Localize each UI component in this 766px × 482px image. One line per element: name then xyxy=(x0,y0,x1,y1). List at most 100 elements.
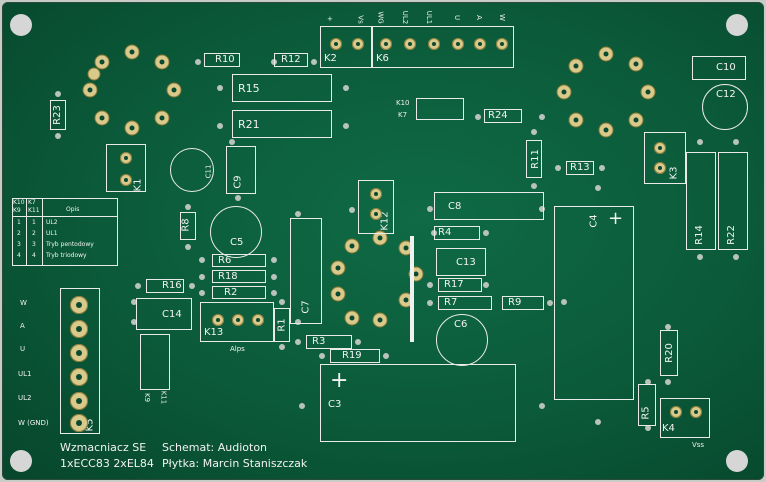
resistor-label: R20 xyxy=(663,343,675,363)
resistor-r22 xyxy=(718,152,748,250)
resistor-label: R22 xyxy=(725,225,737,245)
capacitor-label: C11 xyxy=(204,164,213,179)
board-subtitle: 1xECC83 2xEL84 xyxy=(60,457,154,470)
capacitor-c12 xyxy=(702,84,748,130)
resistor-label: R16 xyxy=(162,280,182,291)
top-label: WG xyxy=(376,11,385,24)
top-label: A xyxy=(474,15,483,20)
table-cell: 4 xyxy=(32,252,36,259)
resistor-label: R5 xyxy=(640,406,652,420)
resistor-r8 xyxy=(180,212,196,240)
alps-label: Alps xyxy=(230,345,245,353)
capacitor-c7 xyxy=(290,218,322,324)
resistor-r10 xyxy=(204,53,240,67)
top-label: + xyxy=(327,15,333,23)
pad xyxy=(496,38,508,50)
capacitor-c13 xyxy=(436,248,486,276)
resistor-r9 xyxy=(502,296,544,310)
resistor-r21 xyxy=(232,110,332,138)
table-header: K9 xyxy=(13,207,21,214)
resistor-label: R11 xyxy=(529,149,541,169)
capacitor-c9 xyxy=(226,146,256,194)
table-divider xyxy=(42,198,43,266)
resistor-label: R6 xyxy=(218,255,232,266)
table-header: K11 xyxy=(28,207,40,214)
connector-k2 xyxy=(320,26,372,68)
connector-k6 xyxy=(372,26,514,68)
resistor-label: R1 xyxy=(276,318,288,332)
resistor-label: R15 xyxy=(238,82,260,95)
table-cell: UL1 xyxy=(46,230,58,237)
pad xyxy=(70,320,88,338)
connector-label: K10 xyxy=(396,99,410,107)
resistor-label: R14 xyxy=(693,225,705,245)
connector-k10-k7 xyxy=(416,98,464,120)
capacitor-c14 xyxy=(136,298,192,330)
capacitor-c10 xyxy=(692,56,746,80)
capacitor-c11 xyxy=(170,148,214,192)
left-label: W (GND) xyxy=(18,419,49,427)
table-cell: 3 xyxy=(32,241,36,248)
connector-label: K1 xyxy=(132,178,144,192)
connector-label: K9 xyxy=(143,392,152,403)
resistor-r11 xyxy=(526,140,542,178)
resistor-label: R23 xyxy=(51,105,63,125)
pad xyxy=(654,142,666,154)
pad xyxy=(70,296,88,314)
pad xyxy=(352,38,364,50)
connector-label: K2 xyxy=(324,53,337,64)
top-label: UL2 xyxy=(401,10,410,25)
connector-k9-k11 xyxy=(140,334,170,390)
plus-sign: + xyxy=(608,208,624,229)
resistor-label: R13 xyxy=(570,162,590,173)
connector-label: K7 xyxy=(398,111,408,119)
resistor-label: R24 xyxy=(488,110,508,121)
resistor-r7 xyxy=(438,296,492,310)
pad xyxy=(70,344,88,362)
capacitor-label: C9 xyxy=(232,175,244,189)
capacitor-label: C5 xyxy=(230,237,244,248)
connector-k4 xyxy=(660,398,710,438)
connector-label: K13 xyxy=(204,327,224,338)
connector-label: K12 xyxy=(379,211,391,231)
connector-k1 xyxy=(106,144,146,192)
mounting-hole xyxy=(726,14,748,36)
mounting-hole xyxy=(10,450,32,472)
capacitor-c4 xyxy=(554,206,634,400)
vss-label: Vss xyxy=(692,441,705,449)
pad xyxy=(428,38,440,50)
resistor-r2 xyxy=(212,286,266,299)
top-label: UL1 xyxy=(425,10,434,25)
table-divider xyxy=(26,198,27,266)
connector-k5 xyxy=(60,288,100,434)
left-label: W xyxy=(20,299,27,307)
resistor-label: R17 xyxy=(444,279,464,290)
capacitor-label: C10 xyxy=(716,62,736,73)
resistor-label: R3 xyxy=(312,336,326,347)
pad xyxy=(370,188,382,200)
capacitor-c8 xyxy=(434,192,544,220)
resistor-r15 xyxy=(232,74,332,102)
resistor-label: R18 xyxy=(218,271,238,282)
table-cell: UL2 xyxy=(46,219,58,226)
connector-label: K6 xyxy=(376,53,389,64)
capacitor-c5 xyxy=(210,206,262,258)
table-header: Opis xyxy=(66,206,80,213)
top-label: Vs xyxy=(356,15,365,24)
pad xyxy=(474,38,486,50)
board-title: Wzmacniacz SE xyxy=(60,441,147,454)
table-cell: Tryb pentodowy xyxy=(46,241,94,248)
table-cell: 3 xyxy=(17,241,21,248)
left-label: UL2 xyxy=(18,394,32,402)
board-credit: Płytka: Marcin Staniszczak xyxy=(162,457,308,470)
resistor-r12 xyxy=(274,53,308,67)
capacitor-label: C6 xyxy=(454,319,468,330)
plus-sign: + xyxy=(330,368,349,393)
left-label: UL1 xyxy=(18,370,32,378)
connector-label: K4 xyxy=(662,423,675,434)
jumper-table xyxy=(12,198,118,266)
mounting-hole xyxy=(10,14,32,36)
table-divider xyxy=(12,216,118,217)
resistor-label: R12 xyxy=(281,54,301,65)
